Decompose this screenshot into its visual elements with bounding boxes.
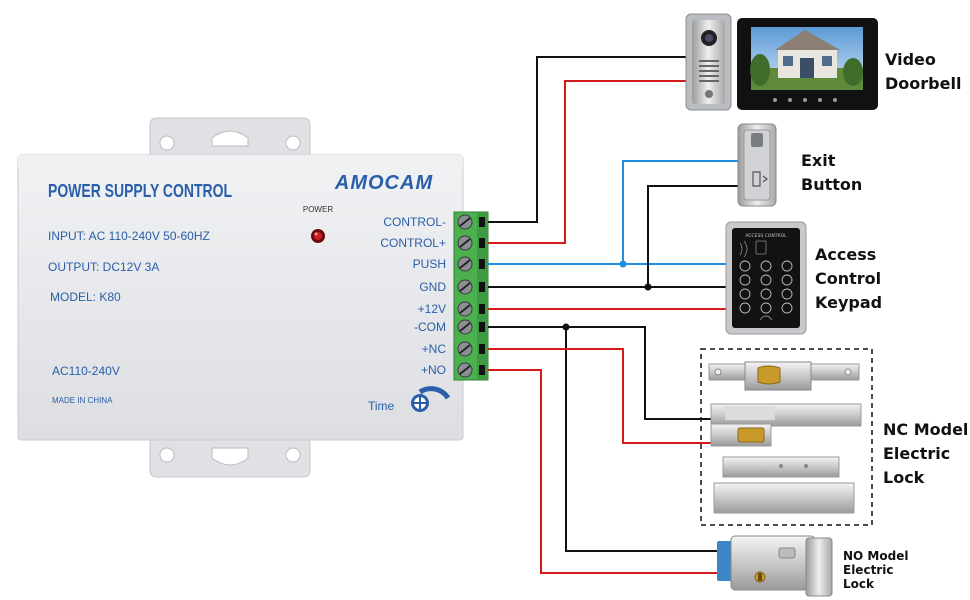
terminal-label: +NC [422, 342, 447, 356]
label-line: Video [885, 50, 936, 69]
wire-control-minus [488, 56, 686, 223]
time-adjust-knob [411, 386, 451, 412]
wire-socket [479, 217, 485, 227]
label-line: Electric [843, 563, 894, 577]
label-nc-lock: NC Model Electric Lock [883, 418, 968, 490]
screw-slot [459, 344, 471, 354]
power-led-label: POWER [303, 205, 333, 214]
terminal-label: +12V [418, 302, 446, 316]
terminal-label: PUSH [413, 257, 446, 271]
terminal-screws [457, 214, 485, 378]
wire-socket [479, 259, 485, 269]
wire-junctions [562, 260, 652, 331]
wire-gnd-exit [647, 185, 738, 287]
exit-button [737, 123, 777, 207]
keypad-key [739, 274, 751, 286]
terminal-label: GND [419, 280, 446, 294]
screw-slot [459, 304, 471, 314]
label-line: Electric [883, 444, 951, 463]
label-line: Doorbell [885, 74, 962, 93]
wire-nc [488, 348, 712, 444]
wire-com-no [565, 327, 735, 552]
no-electric-lock [717, 535, 833, 597]
wire-com [488, 326, 712, 420]
voltage-spec: AC110-240V [52, 364, 120, 378]
label-line: Control [815, 269, 882, 288]
keypad-key [760, 260, 772, 272]
svg-text:ACCESS CONTROL: ACCESS CONTROL [745, 233, 787, 239]
label-line: Access [815, 245, 877, 264]
label-no-lock: NO Model Electric Lock [843, 549, 908, 591]
terminal-label: CONTROL+ [380, 236, 446, 250]
keypad-key [760, 302, 772, 314]
label-line: Exit [801, 151, 836, 170]
nc-electric-lock [700, 348, 873, 526]
made-in-label: MADE IN CHINA [52, 396, 113, 405]
wire-socket [479, 322, 485, 332]
terminal-labels: CONTROL- CONTROL+ PUSH GND +12V -COM +NC… [380, 215, 446, 377]
brand-logo: AMOCAM [334, 172, 434, 194]
wire-control-plus [488, 80, 686, 244]
screw-slot [459, 282, 471, 292]
label-line: Lock [843, 577, 874, 591]
terminal-label: CONTROL- [383, 215, 446, 229]
screw-slot [459, 217, 471, 227]
keypad-key [781, 274, 793, 286]
wire-socket [479, 282, 485, 292]
unit-title: POWER SUPPLY CONTROL [48, 181, 232, 201]
label-video-doorbell: Video Doorbell [885, 48, 961, 96]
wires [488, 56, 738, 574]
screw-slot [459, 365, 471, 375]
label-line: Button [801, 175, 863, 194]
input-spec: INPUT: AC 110-240V 50-60HZ [48, 229, 210, 243]
screw-slot [459, 259, 471, 269]
power-supply-unit [17, 117, 464, 478]
terminal-label: -COM [414, 320, 446, 334]
time-label: Time [368, 399, 395, 413]
label-access-keypad: Access Control Keypad [815, 243, 882, 315]
label-line: NC Model [883, 420, 969, 439]
label-exit-button: Exit Button [801, 149, 862, 197]
keypad-key [781, 302, 793, 314]
label-line: Keypad [815, 293, 883, 312]
keypad-key [760, 274, 772, 286]
wire-socket [479, 238, 485, 248]
wire-socket [479, 365, 485, 375]
keypad-key [739, 288, 751, 300]
access-control-keypad: ACCESS CONTROL [725, 221, 807, 335]
label-line: NO Model [843, 549, 909, 563]
screw-slot [459, 322, 471, 332]
terminal-block [453, 211, 489, 381]
screw-slot [459, 238, 471, 248]
led-power-indicator [311, 229, 325, 243]
keypad-key [760, 288, 772, 300]
keypad-key [781, 288, 793, 300]
wire-socket [479, 304, 485, 314]
keypad-key [739, 260, 751, 272]
terminal-label: +NO [421, 363, 446, 377]
keypad-key [781, 260, 793, 272]
keypad-key [739, 302, 751, 314]
wire-push-exit [622, 160, 738, 264]
label-line: Lock [883, 468, 925, 487]
model-spec: MODEL: K80 [50, 290, 121, 304]
video-doorbell [685, 13, 878, 111]
wire-no [488, 369, 735, 574]
output-spec: OUTPUT: DC12V 3A [48, 260, 159, 274]
wire-socket [479, 344, 485, 354]
